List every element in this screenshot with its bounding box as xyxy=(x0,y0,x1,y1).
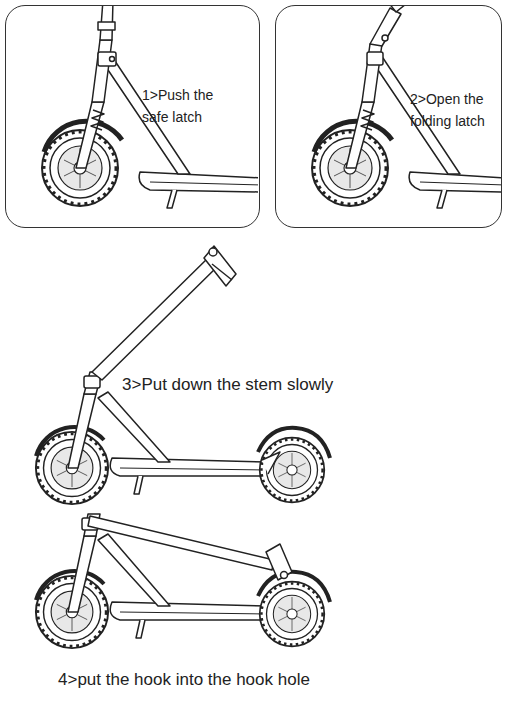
scooter-front-closeup xyxy=(312,6,501,208)
step-caption: 4>put the hook into the hook hole xyxy=(56,670,312,690)
step-caption: 3>Put down the stem slowly xyxy=(120,375,335,395)
scooter-folded xyxy=(36,514,330,648)
step-panel: 1>Push the safe latch xyxy=(5,5,260,228)
step-panel: 2>Open the folding latch xyxy=(275,5,502,228)
step-text: 2>Open the folding latch xyxy=(410,88,494,132)
scooter-front-closeup xyxy=(42,6,258,208)
step-text: 1>Push the safe latch xyxy=(142,84,234,128)
